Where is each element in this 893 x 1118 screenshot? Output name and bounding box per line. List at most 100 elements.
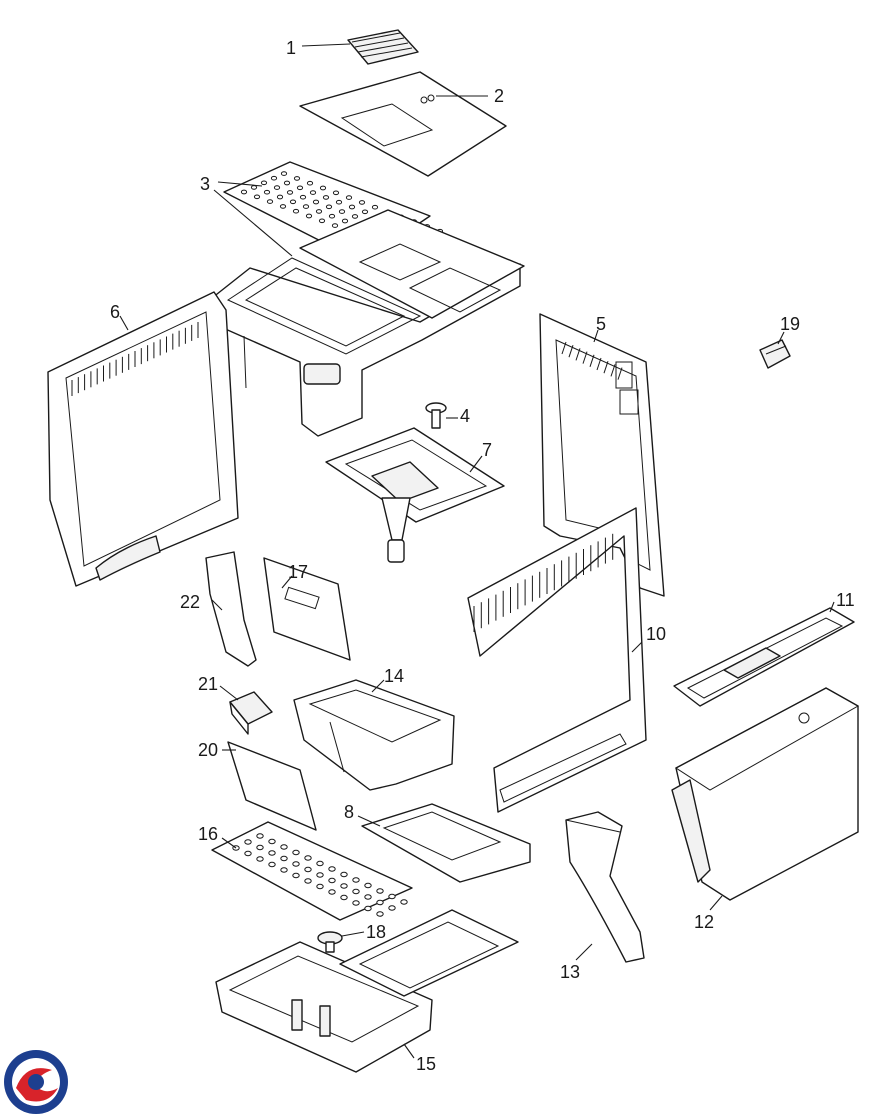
vent-slot bbox=[596, 357, 602, 371]
perforation-hole bbox=[340, 883, 348, 889]
perforation-hole bbox=[325, 204, 333, 210]
perforation-hole bbox=[318, 218, 326, 224]
callout-4: 4 bbox=[460, 406, 470, 426]
perforation-hole bbox=[279, 204, 287, 209]
callout-11: 11 bbox=[836, 590, 855, 610]
perforation-hole bbox=[304, 866, 312, 873]
vent-slots bbox=[561, 341, 623, 380]
part-18-float bbox=[317, 931, 343, 953]
perforation-hole bbox=[306, 180, 314, 186]
perforation-hole bbox=[364, 882, 372, 889]
callout-10: 10 bbox=[646, 624, 666, 644]
perforation-hole bbox=[296, 185, 304, 191]
perforation-hole bbox=[361, 209, 369, 215]
perforation-hole bbox=[263, 189, 271, 195]
perforation-hole bbox=[352, 888, 360, 895]
perforation-hole bbox=[292, 861, 300, 867]
perforation-hole bbox=[338, 209, 346, 214]
vent-slot bbox=[603, 361, 609, 374]
callout-17: 15 bbox=[416, 1054, 436, 1074]
brand-logo bbox=[4, 1050, 68, 1114]
perforation-hole bbox=[358, 200, 366, 205]
perforation-hole bbox=[331, 223, 339, 228]
perforation-hole bbox=[256, 856, 264, 862]
grille-slots bbox=[351, 32, 413, 58]
callout-5: 5 bbox=[596, 314, 606, 334]
part-2-top-lid bbox=[299, 71, 507, 177]
part-11-tray-cover bbox=[673, 607, 855, 707]
vent-slot bbox=[568, 345, 574, 358]
perforation-hole bbox=[286, 190, 294, 195]
perforation-hole bbox=[332, 190, 340, 196]
perforation-hole bbox=[345, 195, 353, 200]
part-13-side-trim bbox=[565, 811, 645, 963]
perforation-hole bbox=[253, 194, 261, 200]
vent-slot bbox=[610, 364, 616, 377]
vent-slot bbox=[575, 348, 581, 361]
part-21-bracket bbox=[229, 691, 273, 735]
perforation-hole bbox=[335, 199, 343, 205]
callout-8: 8 bbox=[344, 802, 354, 822]
perforation-hole bbox=[341, 218, 349, 224]
perforation-hole bbox=[376, 911, 384, 917]
vent-slots bbox=[473, 533, 614, 632]
part-7-grounds-funnel bbox=[325, 427, 505, 563]
perforation-hole bbox=[376, 888, 384, 894]
perforation-hole bbox=[273, 185, 281, 190]
perforation-hole bbox=[309, 190, 317, 195]
perforation-hole bbox=[316, 883, 324, 890]
perforation-hole bbox=[352, 900, 360, 906]
perforation-hole bbox=[244, 850, 252, 857]
perforation-hole bbox=[328, 213, 336, 219]
perforation-hole bbox=[280, 171, 288, 176]
part-4-knob bbox=[425, 402, 447, 429]
part-16-cup-grid bbox=[211, 821, 413, 921]
perforation-hole bbox=[328, 877, 336, 884]
part-17-drip-tray bbox=[215, 909, 519, 1073]
callout-18: 18 bbox=[366, 922, 386, 942]
callout-19: 19 bbox=[780, 314, 800, 334]
vent-slot bbox=[589, 354, 595, 367]
perforation-hole bbox=[260, 180, 268, 186]
part-22-lever bbox=[205, 551, 257, 667]
perforation-hole bbox=[270, 175, 278, 181]
part-19-clip bbox=[759, 339, 791, 369]
part-12-water-tank bbox=[671, 687, 860, 901]
leader-lines bbox=[119, 43, 835, 1059]
perforation-hole bbox=[316, 872, 324, 878]
perforation-hole bbox=[348, 204, 356, 210]
perforation-hole bbox=[266, 199, 274, 204]
perforation-hole bbox=[304, 878, 312, 884]
callout-3: 3 bbox=[200, 174, 210, 194]
callout-12: 12 bbox=[694, 912, 714, 932]
perforation-hole bbox=[315, 209, 323, 214]
perforation-hole bbox=[388, 893, 396, 900]
perforation-hole bbox=[364, 894, 372, 900]
callout-7: 7 bbox=[482, 440, 492, 460]
perforation-hole bbox=[292, 849, 300, 856]
perforation-hole bbox=[319, 185, 327, 191]
callout-2: 2 bbox=[494, 86, 504, 106]
perforation-hole bbox=[276, 194, 284, 200]
callout-21: 21 bbox=[198, 674, 218, 694]
callout-13: 13 bbox=[560, 962, 580, 982]
perforation-hole bbox=[371, 204, 379, 210]
callout-1: 1 bbox=[286, 38, 296, 58]
perforation-hole bbox=[340, 871, 348, 878]
perforation-hole bbox=[283, 180, 291, 186]
perforation-hole bbox=[305, 213, 313, 219]
perforation-hole bbox=[244, 839, 252, 845]
part-6-left-side-panel bbox=[47, 291, 239, 587]
grid-holes bbox=[232, 833, 408, 917]
perforation-hole bbox=[352, 877, 360, 883]
callout-14: 14 bbox=[384, 666, 404, 686]
perforation-hole bbox=[280, 844, 288, 850]
part-1-cup-grille bbox=[347, 29, 419, 65]
perforation-hole bbox=[304, 855, 312, 861]
perforation-hole bbox=[250, 185, 258, 190]
perforation-hole bbox=[289, 199, 297, 205]
part-10-front-panel bbox=[467, 507, 647, 813]
perforation-hole bbox=[328, 866, 336, 872]
main-housing bbox=[211, 209, 525, 511]
